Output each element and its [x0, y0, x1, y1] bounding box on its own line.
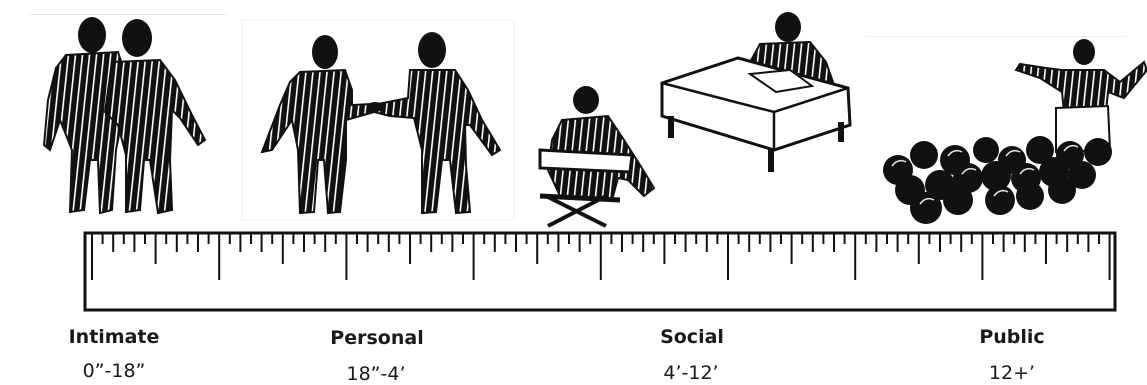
public-illustration	[866, 36, 1147, 224]
person-head	[418, 32, 446, 68]
person-head	[1073, 39, 1095, 65]
zone-range-intimate: 0”-18”	[82, 360, 146, 382]
audience	[883, 136, 1112, 224]
zone-range-public: 12+’	[988, 362, 1036, 384]
social-illustration	[538, 12, 852, 228]
person-head	[78, 17, 106, 53]
person-head	[122, 19, 152, 57]
zone-label-personal: Personal	[330, 327, 424, 349]
zone-range-personal: 18”-4’	[346, 363, 406, 385]
person-head	[573, 86, 599, 114]
distance-ruler	[83, 231, 1117, 312]
ruler-ticks	[91, 234, 1111, 280]
intimate-illustration	[30, 14, 226, 215]
zone-range-social: 4’-12’	[663, 362, 719, 384]
zone-label-intimate: Intimate	[68, 326, 160, 348]
zone-label-public: Public	[979, 326, 1045, 348]
personal-illustration	[241, 19, 515, 221]
person-head	[775, 12, 801, 42]
zone-label-social: Social	[660, 326, 724, 348]
person-head	[312, 35, 338, 69]
